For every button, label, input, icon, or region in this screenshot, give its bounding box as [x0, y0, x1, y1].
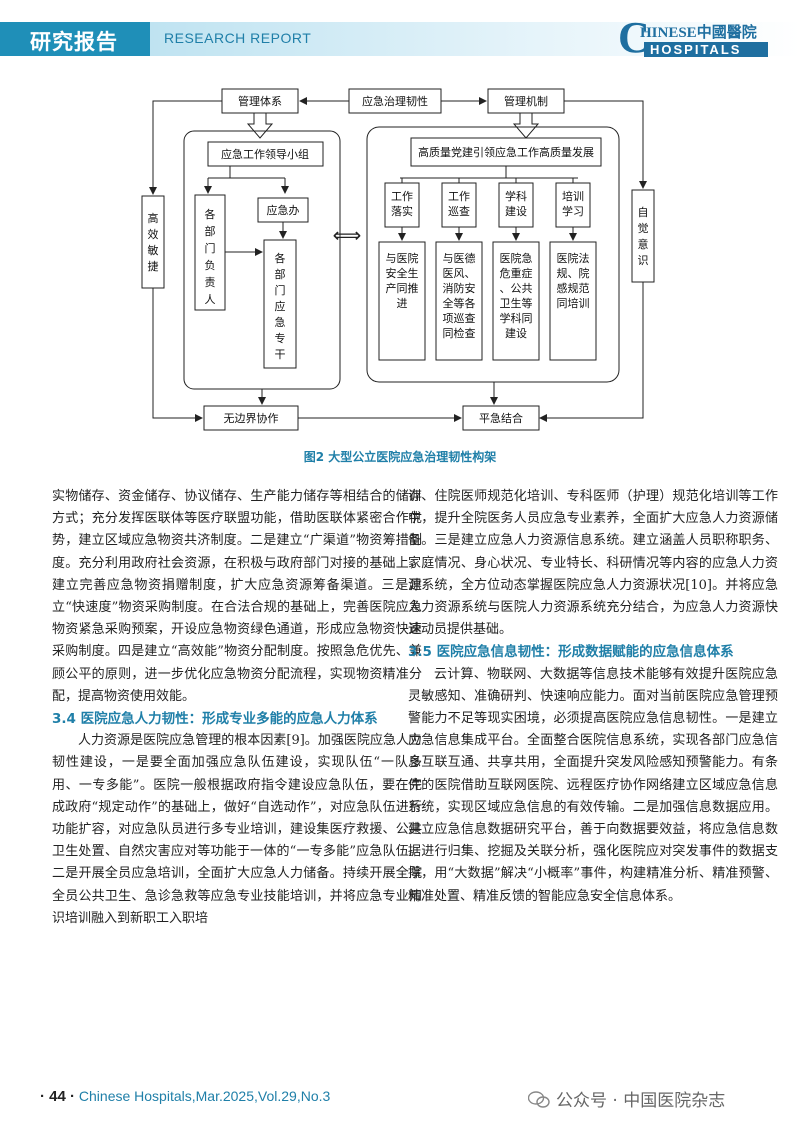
paragraph: 实物储存、资金储存、协议储存、生产能力储存等相结合的储存方式；充分发挥医联体等医… — [52, 489, 422, 704]
box-leading-group-label: 应急工作领导小组 — [221, 147, 309, 161]
box-dept-specialists-label: 各部门应急专干 — [275, 251, 286, 361]
item-box-label-1: 与医院安全生产同推进 — [386, 251, 419, 310]
line-efficient-to-borderless — [152, 288, 203, 422]
section-subtitle: RESEARCH REPORT — [164, 30, 312, 46]
tab-box-2 — [441, 182, 477, 228]
paragraph: 人力资源是医院应急管理的根本因素[9]。加强医院应急人力韧性建设，一是要全面加强… — [52, 733, 422, 926]
tab-box-1 — [384, 182, 420, 228]
box-dept-specialists — [263, 239, 297, 369]
journal-citation: Chinese Hospitals,Mar.2025,Vol.29,No.3 — [78, 1088, 331, 1104]
logo-bar — [644, 42, 768, 57]
item-box-label-2: 与医德医风、消防安全等各项巡查同检查 — [443, 251, 476, 340]
item-box-label-4: 医院法规、院感规范同培训 — [557, 251, 590, 310]
block-arrow-right — [512, 112, 540, 139]
tab-box-label-4: 培训学习 — [562, 189, 584, 218]
block-arrows — [246, 112, 540, 139]
bottom-row: 无边界协作 平急结合 — [203, 382, 540, 431]
box-conscious-label: 自觉意识 — [638, 206, 649, 267]
line-mechanism-to-conscious — [564, 100, 647, 189]
box-borderless-label: 无边界协作 — [224, 411, 279, 425]
item-box-3 — [492, 241, 540, 361]
line-system-to-efficient — [149, 100, 222, 195]
tab-box-3 — [498, 182, 534, 228]
logo-top-text: HINESE中國醫院 — [640, 25, 757, 41]
box-high-quality-label: 高质量党建引领应急工作高质量发展 — [418, 145, 594, 159]
section-heading-3-5: 3.5 医院应急信息韧性：形成数据赋能的应急信息体系 — [408, 644, 734, 661]
item-box-label-3: 医院急危重症、公共卫生等学科同建设 — [500, 251, 533, 340]
bidirectional-arrow: ⟺ — [333, 223, 362, 247]
box-emergency-office-label: 应急办 — [267, 203, 300, 217]
logo-bottom-text: HOSPITALS — [650, 42, 742, 57]
item-box-2 — [435, 241, 483, 361]
page-number: · 44 · — [40, 1088, 76, 1105]
item-box-1 — [378, 241, 426, 361]
tab-box-label-1: 工作落实 — [391, 190, 413, 218]
box-mgmt-mechanism — [487, 88, 565, 114]
box-emergency-office — [257, 197, 309, 223]
item-box-4 — [549, 241, 597, 361]
box-conscious — [631, 189, 655, 283]
paragraph: 云计算、物联网、大数据等信息技术能够有效提升医院应急灵敏感知、准确研判、快速响应… — [408, 666, 778, 904]
block-arrow-left — [246, 112, 274, 139]
footer: · 44 · Chinese Hospitals,Mar.2025,Vol.29… — [40, 1088, 330, 1105]
box-resilience-label: 应急治理韧性 — [362, 94, 428, 108]
box-combined — [462, 405, 540, 431]
box-efficient — [141, 195, 165, 289]
wechat-label: 公众号 · 中国医院杂志 — [556, 1091, 726, 1111]
wechat-watermark: 公众号 · 中国医院杂志 — [528, 1086, 725, 1111]
journal-logo: C HINESE中國醫院 HOSPITALS — [618, 16, 778, 60]
box-mgmt-system-label: 管理体系 — [238, 94, 282, 108]
line-conscious-to-combined — [539, 282, 644, 422]
right-group-outline — [366, 126, 620, 383]
top-row: 管理体系 应急治理韧性 管理机制 — [221, 88, 565, 114]
box-high-quality — [410, 137, 602, 167]
wechat-icon — [528, 1091, 550, 1108]
section-heading-3-4: 3.4 医院应急人力韧性：形成专业多能的应急人力体系 — [52, 711, 378, 728]
header-band-dark: 研究报告 — [0, 22, 150, 56]
governance-diagram: 管理体系 应急治理韧性 管理机制 应急工作领导小组 各部门负责人 应急办 各部门… — [141, 88, 655, 431]
left-column: 实物储存、资金储存、协议储存、生产能力储存等相结合的储存方式；充分发挥医联体等医… — [52, 486, 422, 930]
box-combined-label: 平急结合 — [479, 411, 523, 425]
tab-box-label-3: 学科建设 — [505, 189, 527, 218]
paragraph: 训、住院医师规范化培训、专科医师（护理）规范化培训等工作中，提升全院医务人员应急… — [408, 489, 778, 638]
tab-box-label-2: 工作巡查 — [448, 190, 470, 218]
box-leading-group — [207, 141, 324, 167]
box-efficient-label: 高效敏捷 — [148, 211, 159, 273]
figure-caption: 图2 大型公立医院应急治理韧性构架 — [303, 450, 497, 464]
box-dept-heads-label: 各部门负责人 — [205, 207, 216, 306]
box-mgmt-mechanism-label: 管理机制 — [504, 94, 548, 108]
right-column: 训、住院医师规范化培训、专科医师（护理）规范化培训等工作中，提升全院医务人员应急… — [408, 486, 778, 908]
section-title: 研究报告 — [30, 29, 118, 54]
box-borderless — [203, 405, 299, 431]
side-columns: 高效敏捷 自觉意识 — [141, 100, 655, 422]
left-group: 应急工作领导小组 各部门负责人 应急办 各部门应急专干 — [183, 130, 341, 390]
